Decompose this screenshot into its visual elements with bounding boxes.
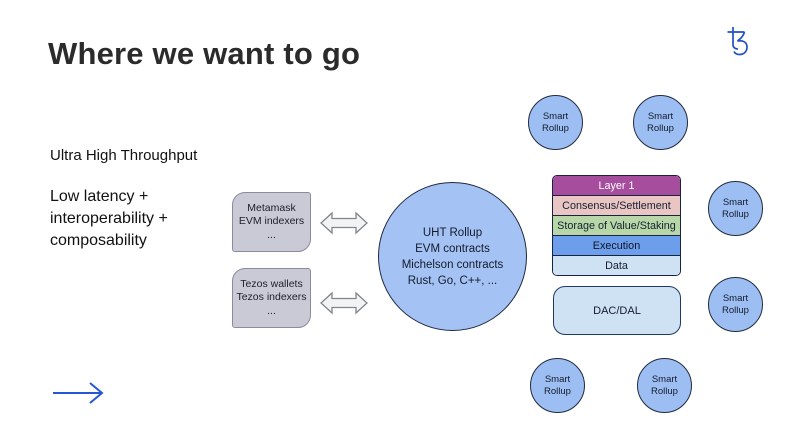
smart-rollup-circle: Smart Rollup [530,358,585,413]
client-box-line: ... [267,304,276,317]
client-box-tezos-wallets: Tezos wallets Tezos indexers ... [232,268,311,328]
stack-row-consensus: Consensus/Settlement [553,195,680,215]
stack-row-label: Data [605,259,628,272]
forward-arrow-icon [50,381,106,405]
stack-row-label: Layer 1 [598,179,635,192]
stack-row-storage: Storage of Value/Staking [553,215,680,235]
stack-row-data: Data [553,255,680,275]
stack-row-layer1: Layer 1 [553,176,680,195]
layer-stack: Layer 1 Consensus/Settlement Storage of … [552,175,681,276]
stack-row-execution: Execution [553,235,680,255]
latency-text: Low latency + interoperability + composa… [50,186,168,252]
smart-rollup-circle: Smart Rollup [708,181,763,236]
client-box-line: Tezos indexers [236,291,307,304]
uht-circle-line: Michelson contracts [401,258,504,271]
latency-line: Low latency + [50,188,149,205]
latency-line: interoperability + [50,210,168,227]
uht-rollup-circle: UHT Rollup EVM contracts Michelson contr… [378,182,527,331]
latency-line: composability [50,232,147,249]
slide-title: Where we want to go [48,36,361,71]
uht-circle-line: EVM contracts [415,242,490,255]
smart-rollup-circle: Smart Rollup [637,358,692,413]
stack-row-label: Storage of Value/Staking [557,219,676,232]
uht-circle-line: UHT Rollup [422,226,483,239]
tezos-logo-icon [724,24,752,58]
client-box-line: EVM indexers [238,215,305,228]
bidirectional-arrow-icon [319,209,369,237]
client-box-line: Tezos wallets [240,277,303,290]
stack-row-label: Consensus/Settlement [562,199,671,212]
stack-row-label: Execution [592,239,641,252]
uht-circle-line: Rust, Go, C++, ... [407,274,498,287]
dac-dal-box: DAC/DAL [553,286,681,335]
smart-rollup-circle: Smart Rollup [633,95,688,150]
throughput-text: Ultra High Throughput [50,147,198,164]
bidirectional-arrow-icon [319,289,369,317]
smart-rollup-circle: Smart Rollup [528,95,583,150]
client-box-line: ... [267,228,276,241]
client-box-metamask: Metamask EVM indexers ... [232,192,311,252]
smart-rollup-circle: Smart Rollup [708,277,763,332]
client-box-line: Metamask [247,201,296,214]
